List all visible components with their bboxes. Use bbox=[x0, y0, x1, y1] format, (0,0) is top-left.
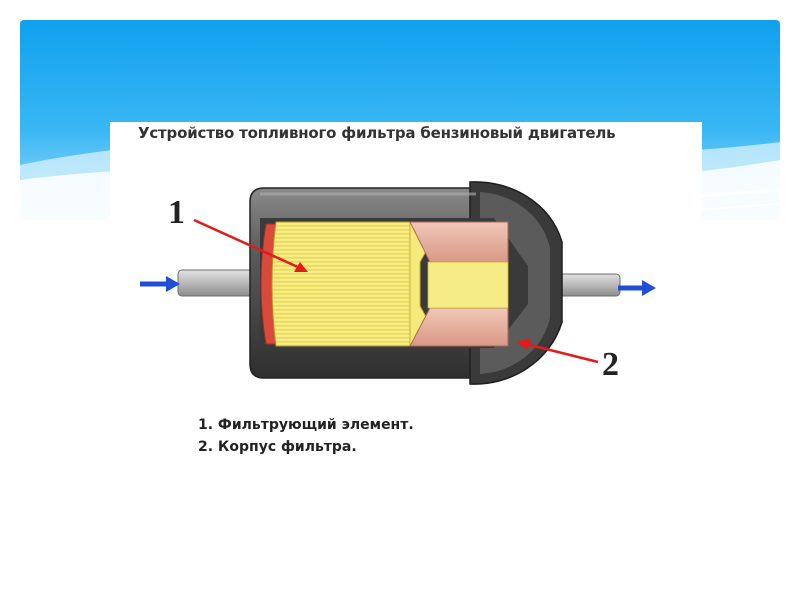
legend: 1. Фильтрующий элемент. 2. Корпус фильтр… bbox=[198, 414, 414, 458]
legend-item: 1. Фильтрующий элемент. bbox=[198, 414, 414, 436]
outlet-flow-arrow-icon bbox=[618, 280, 656, 296]
callout-filter-housing: 2 bbox=[602, 348, 619, 382]
legend-item: 2. Корпус фильтра. bbox=[198, 436, 414, 458]
diagram-title: Устройство топливного фильтра бензиновый… bbox=[138, 124, 615, 142]
filter-element bbox=[261, 222, 508, 346]
callout-filter-element: 1 bbox=[168, 196, 185, 230]
inlet-flow-arrow-icon bbox=[140, 276, 180, 292]
diagram-card: Устройство топливного фильтра бензиновый… bbox=[110, 122, 702, 472]
